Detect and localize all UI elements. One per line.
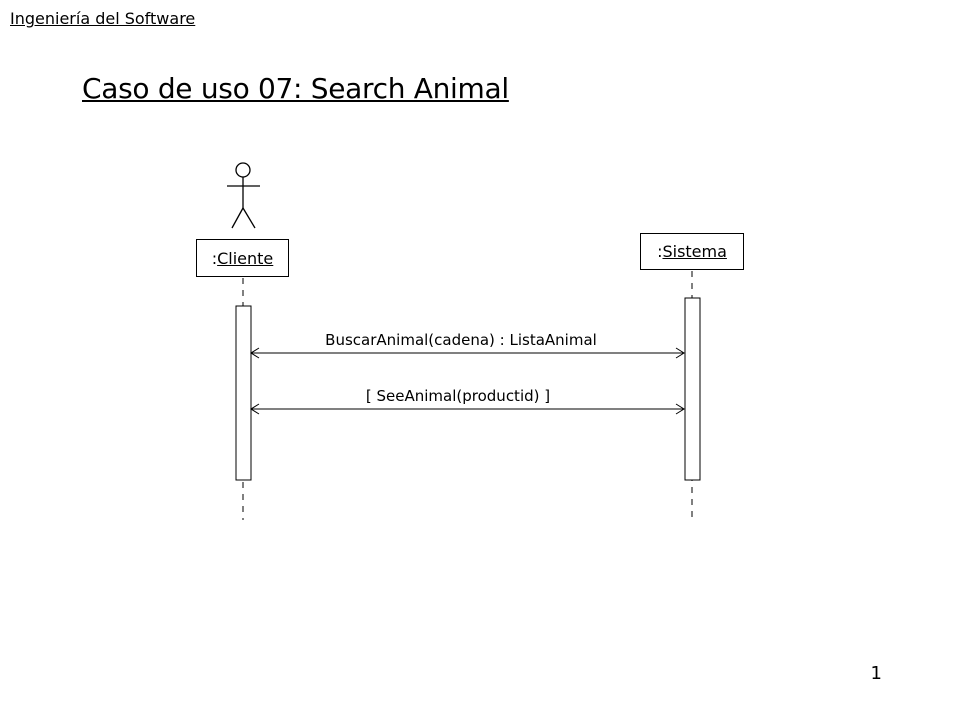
- message-arrow-1: [250, 347, 685, 359]
- slide-title: Caso de uso 07: Search Animal: [82, 72, 509, 105]
- system-activation-bar: [684, 297, 701, 481]
- client-activation-bar: [235, 305, 252, 481]
- page-number: 1: [870, 663, 882, 684]
- system-name: Sistema: [662, 242, 727, 261]
- client-prefix: :: [211, 248, 218, 268]
- message-arrow-2: [250, 403, 685, 415]
- system-prefix: :: [657, 242, 663, 261]
- course-header: Ingeniería del Software: [10, 9, 196, 28]
- actor-icon: [227, 162, 260, 229]
- client-lifeline-box[interactable]: :Cliente: [196, 239, 289, 277]
- message-label-2: [ SeeAnimal(productid) ]: [365, 387, 551, 405]
- client-name: Cliente: [217, 248, 274, 268]
- system-lifeline-box[interactable]: :Sistema: [640, 233, 744, 270]
- message-label-1: BuscarAnimal(cadena) : ListaAnimal: [325, 331, 597, 349]
